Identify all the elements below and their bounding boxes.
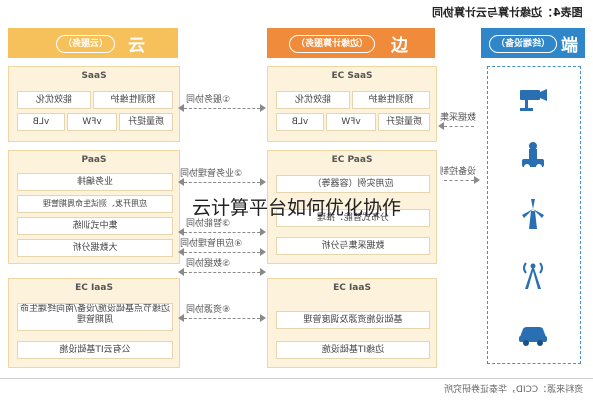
terminal-column-header: 端 （终端设备） <box>481 28 585 58</box>
arrow-label: ⑤数据协同 <box>186 259 231 269</box>
edge-header-pill: （边缘计算服务） <box>289 35 376 53</box>
edge-saas-title: EC SaaS <box>331 71 373 81</box>
cloud-saas-cell: vLB <box>17 113 65 131</box>
collab-arrow <box>178 248 266 256</box>
wind-turbine-icon <box>522 199 544 229</box>
edge-column-header: 边 （边缘计算服务） <box>267 28 435 58</box>
collab-arrow <box>178 104 266 112</box>
cloud-paas-panel: PaaS 业务编排 应用开发、测试生命周期管理 集中式训练 大数据分析 <box>8 150 180 264</box>
cloud-paas-cell: 业务编排 <box>17 173 173 191</box>
robot-icon <box>522 142 544 170</box>
edge-header-char: 边 <box>391 36 408 56</box>
edge-iaas-panel: EC IaaS 基础设施资源及调度管理 边缘IT基础设施 <box>267 278 437 368</box>
cloud-column-header: 云 （云服务） <box>8 28 178 58</box>
edge-paas-title: EC PaaS <box>331 155 373 165</box>
cloud-header-char: 云 <box>128 36 145 56</box>
arrow-label: ⑥资源协同 <box>186 305 231 315</box>
cloud-saas-cell: vFW <box>67 113 117 131</box>
edge-paas-panel: EC PaaS 应用实例（容器等） 分布式智能：推理 数据采集与分析 <box>267 150 437 264</box>
device-control-arrow <box>444 176 480 184</box>
edge-saas-cell: 预测性维护 <box>352 91 430 109</box>
overlay-caption: 云计算平台如何优化协作 <box>191 197 401 219</box>
collab-arrow <box>178 314 266 322</box>
cloud-iaas-cell: 公有云IT基础设施 <box>17 341 173 359</box>
arrow-label: ④应用管理协同 <box>180 239 243 249</box>
cloud-iaas-cell: 边缘节点基础设施/设备/南向终端生命周期管理 <box>17 303 173 331</box>
edge-iaas-cell: 边缘IT基础设施 <box>276 341 430 359</box>
edge-saas-cell: vLB <box>276 113 324 131</box>
edge-saas-panel: EC SaaS 预测性维护 能效优化 质量提升 vFW vLB <box>267 66 437 142</box>
cloud-paas-cell: 大数据分析 <box>17 239 173 257</box>
collab-arrow <box>178 268 266 276</box>
figure-title: 图表4：边缘计算与云计算协同 <box>432 6 583 19</box>
edge-iaas-title: EC IaaS <box>333 283 371 293</box>
footer: 资料来源：CCID，华泰证券研究所 <box>0 378 593 397</box>
terminal-header-char: 端 <box>561 36 578 56</box>
cloud-saas-panel: SaaS 预测性维护 能效优化 质量提升 vFW vLB <box>8 66 180 142</box>
arrow-label: ②业务管理协同 <box>180 169 243 179</box>
terminal-arrow-label: 数据采集 <box>440 113 477 123</box>
footer-source: 资料来源：CCID，华泰证券研究所 <box>443 385 583 395</box>
collab-arrow <box>178 228 266 236</box>
arrow-label: ①服务协同 <box>186 95 231 105</box>
edge-paas-cell: 应用实例（容器等） <box>276 175 430 193</box>
terminal-devices-panel <box>487 66 581 364</box>
cloud-header-pill: （云服务） <box>56 35 116 53</box>
cloud-saas-title: SaaS <box>81 71 107 81</box>
figure-title-bar: 图表4：边缘计算与云计算协同 <box>0 0 593 26</box>
terminal-header-pill: （终端设备） <box>489 35 558 53</box>
cloud-saas-cell: 预测性维护 <box>93 91 173 109</box>
edge-iaas-cell: 基础设施资源及调度管理 <box>276 311 430 329</box>
cloud-paas-title: PaaS <box>81 155 107 165</box>
edge-saas-cell: 能效优化 <box>276 91 350 109</box>
signal-tower-icon <box>523 262 543 289</box>
collab-arrow <box>178 178 266 186</box>
edge-paas-cell: 数据采集与分析 <box>276 237 430 255</box>
cloud-saas-cell: 能效优化 <box>17 91 91 109</box>
camera-icon <box>520 89 547 111</box>
edge-saas-cell: vFW <box>326 113 376 131</box>
cloud-iaas-title: EC IaaS <box>75 283 113 293</box>
car-icon <box>519 327 547 346</box>
edge-saas-cell: 质量提升 <box>378 113 430 131</box>
cloud-iaas-panel: EC IaaS 边缘节点基础设施/设备/南向终端生命周期管理 公有云IT基础设施 <box>8 278 180 368</box>
data-collect-arrow <box>438 122 474 130</box>
terminal-arrow-label: 设备控制 <box>440 167 477 177</box>
cloud-saas-cell: 质量提升 <box>119 113 173 131</box>
